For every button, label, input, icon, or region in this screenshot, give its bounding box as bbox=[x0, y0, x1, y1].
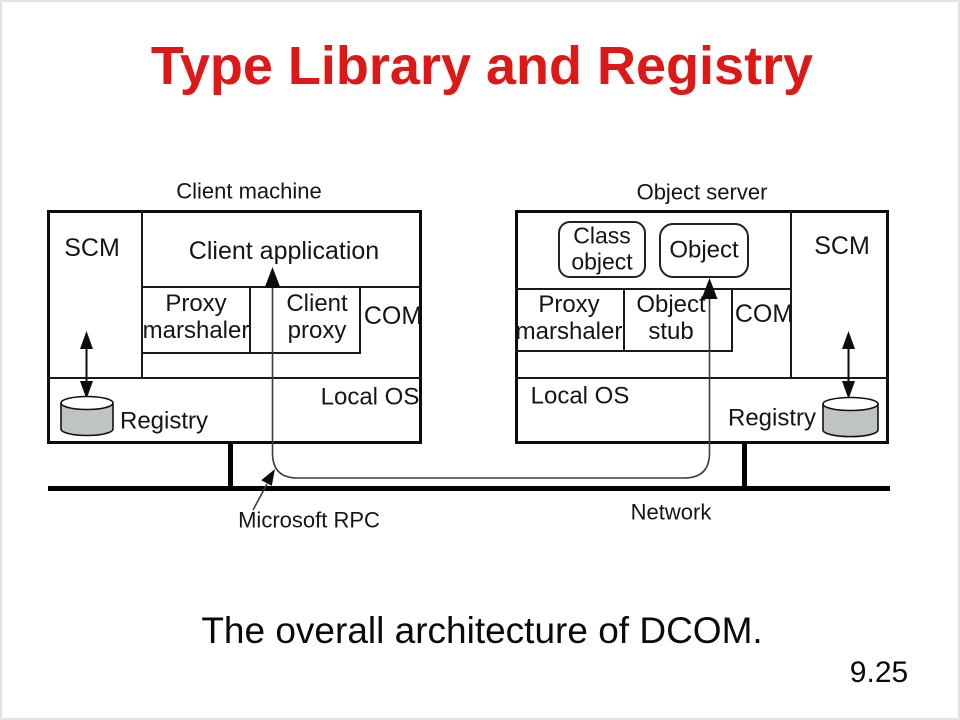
page-number: 9.25 bbox=[849, 656, 909, 689]
microsoft-rpc-label: Microsoft RPC bbox=[238, 507, 380, 533]
object-label: Object bbox=[669, 236, 739, 264]
client-application-label: Client application bbox=[188, 237, 380, 265]
class-object-box bbox=[558, 221, 646, 278]
client-proxy-right-edge bbox=[359, 286, 361, 354]
client-com-label: COM bbox=[363, 302, 423, 330]
client-marshaler-right-edge bbox=[249, 286, 251, 354]
client-app-bottom-line bbox=[141, 286, 422, 288]
client-localos-label: Local OS bbox=[320, 383, 420, 411]
server-scm-divider bbox=[790, 210, 792, 379]
client-machine-label: Client machine bbox=[176, 178, 322, 204]
client-proxy-row-bottom bbox=[141, 352, 361, 354]
client-scm-label: SCM bbox=[64, 234, 120, 262]
server-com-label: COM bbox=[734, 300, 794, 328]
server-localos-line bbox=[515, 377, 889, 379]
server-stub-right-edge bbox=[731, 288, 733, 352]
client-proxy-label: Client proxy bbox=[286, 290, 348, 344]
server-network-connector bbox=[742, 444, 747, 488]
object-server-label: Object server bbox=[636, 179, 768, 205]
network-label: Network bbox=[630, 499, 712, 525]
server-stub-left-edge bbox=[623, 288, 625, 352]
client-registry-label: Registry bbox=[119, 407, 209, 435]
server-proxy-marshaler-label: Proxy marshaler bbox=[515, 291, 623, 345]
object-box bbox=[659, 223, 749, 278]
server-row-top-line bbox=[515, 288, 792, 290]
server-registry-label: Registry bbox=[727, 404, 817, 432]
class-object-label: Class object bbox=[571, 222, 633, 274]
client-scm-divider bbox=[141, 210, 143, 379]
server-localos-label: Local OS bbox=[530, 382, 630, 410]
client-localos-line bbox=[47, 377, 422, 379]
client-proxy-marshaler-label: Proxy marshaler bbox=[142, 290, 250, 344]
rpc-pointer-arrowhead-icon bbox=[261, 469, 275, 486]
client-network-connector bbox=[228, 444, 233, 488]
object-stub-label: Object stub bbox=[636, 291, 706, 345]
server-row-bottom-line bbox=[515, 350, 733, 352]
slide-title: Type Library and Registry bbox=[150, 36, 814, 96]
slide-caption: The overall architecture of DCOM. bbox=[201, 610, 763, 651]
network-line bbox=[48, 486, 890, 491]
server-scm-label: SCM bbox=[814, 232, 870, 260]
